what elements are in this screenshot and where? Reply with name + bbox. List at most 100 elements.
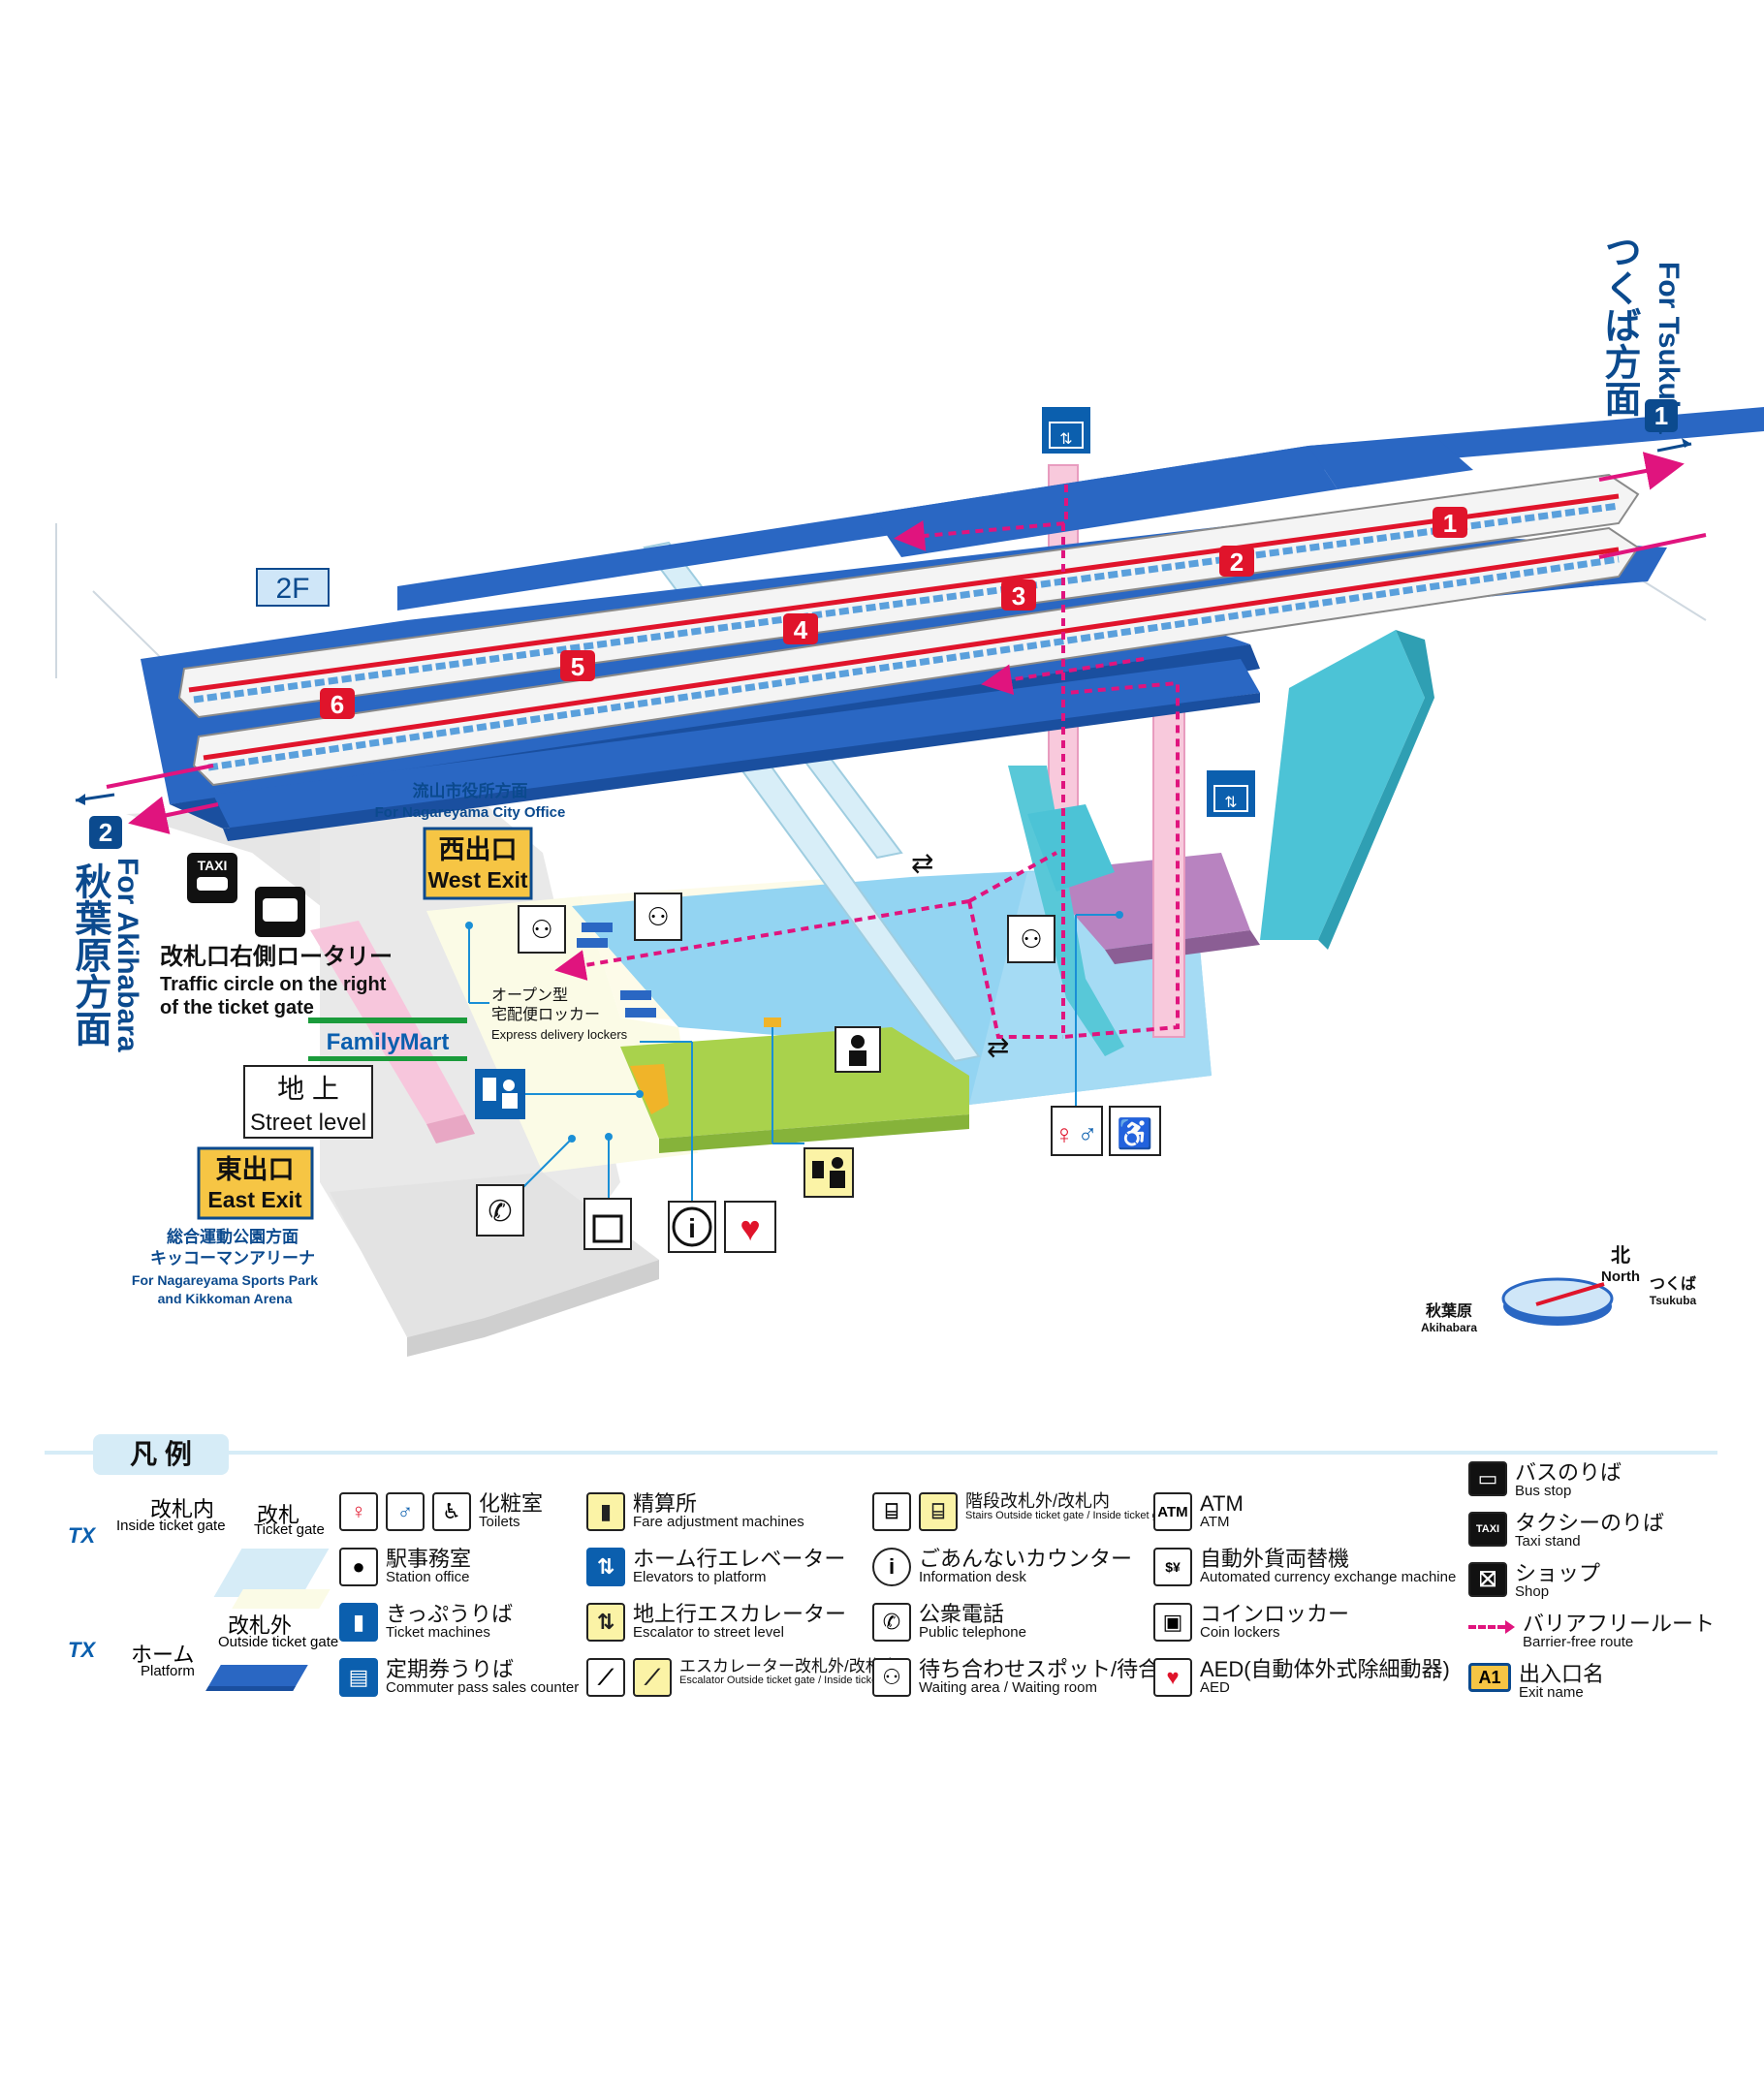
toilet-icon: ♀ ♂ xyxy=(1051,911,1123,1156)
tx-logo: TX xyxy=(68,1523,96,1548)
svg-text:Street level: Street level xyxy=(250,1110,366,1136)
platform-lower xyxy=(213,659,1260,841)
gate-key: 改札内 Inside ticket gate TX 改札 Ticket gate… xyxy=(68,1492,349,1706)
car-number-5: 5 xyxy=(560,650,595,681)
shop-icon: ⛝ xyxy=(1468,1562,1507,1597)
coin-locker-icon: ▣ xyxy=(1153,1603,1192,1642)
svg-text:TAXI: TAXI xyxy=(198,858,228,873)
svg-text:6: 6 xyxy=(331,690,344,719)
station-office-icon: ● xyxy=(339,1548,378,1586)
svg-text:♂: ♂ xyxy=(1078,1119,1098,1149)
street-level-label: 地 上 Street level xyxy=(243,1065,373,1139)
coin-locker-icon xyxy=(583,1133,632,1250)
svg-text:⇅: ⇅ xyxy=(1059,431,1072,448)
accessible-icon: ♿ xyxy=(1109,1106,1161,1156)
svg-text:West Exit: West Exit xyxy=(427,867,527,892)
car-number-3: 3 xyxy=(1001,579,1036,611)
direction-akihabara: 2 For Akihabara 秋葉原方面 xyxy=(69,793,143,1052)
svg-text:Express delivery lockers: Express delivery lockers xyxy=(491,1027,628,1042)
svg-text:2F: 2F xyxy=(275,573,309,605)
svg-text:North: North xyxy=(1601,1268,1640,1285)
legend-title: 凡 例 xyxy=(93,1434,229,1475)
svg-text:Tsukuba: Tsukuba xyxy=(1650,1294,1697,1307)
station-office-icon xyxy=(835,1026,881,1073)
svg-text:3: 3 xyxy=(1012,581,1025,611)
svg-text:地 上: 地 上 xyxy=(277,1074,339,1104)
atm-icon: ATM xyxy=(1153,1492,1192,1531)
legend-rule xyxy=(45,1451,1717,1455)
ticket-machine-icon: ▮ xyxy=(339,1603,378,1642)
svg-text:and Kikkoman Arena: and Kikkoman Arena xyxy=(158,1291,293,1306)
waiting-icon: ⚇ xyxy=(1007,915,1055,963)
escalator-icon: ⇅ xyxy=(586,1603,625,1642)
accessible-icon: ♿ xyxy=(432,1492,471,1531)
svg-text:宅配便ロッカー: 宅配便ロッカー xyxy=(491,1006,600,1023)
svg-text:2: 2 xyxy=(99,818,112,847)
car-number-2: 2 xyxy=(1219,546,1254,577)
elevator-icon: ⇅ xyxy=(586,1548,625,1586)
aed-icon: ♥ xyxy=(724,1201,776,1253)
car-number-6: 6 xyxy=(320,688,355,719)
svg-text:♀: ♀ xyxy=(1055,1119,1075,1149)
tx-logo: TX xyxy=(68,1638,96,1662)
bus-icon: ▭ xyxy=(1468,1461,1507,1496)
track-line-tsukuba xyxy=(1598,533,1707,559)
shop-label: FamilyMart xyxy=(308,1018,467,1061)
elevator-icon: ⇅ xyxy=(1207,770,1255,817)
svg-text:秋葉原方面: 秋葉原方面 xyxy=(69,862,112,1047)
floor-label: 2F xyxy=(256,568,330,607)
svg-text:改札口右側ロータリー: 改札口右側ロータリー xyxy=(160,944,393,970)
svg-text:⚇: ⚇ xyxy=(530,915,552,944)
lockers-label: オープン型 宅配便ロッカー Express delivery lockers xyxy=(465,922,656,1042)
svg-text:総合運動公園方面: 総合運動公園方面 xyxy=(167,1227,299,1246)
svg-text:5: 5 xyxy=(571,652,584,681)
car-number-4: 4 xyxy=(783,613,818,644)
waiting-icon: ⚇ xyxy=(872,1658,911,1697)
train-upper xyxy=(177,473,1640,719)
toilet-icon: ♀ xyxy=(339,1492,378,1531)
fare-adjust-icon xyxy=(764,1018,854,1198)
svg-text:⚇: ⚇ xyxy=(646,902,669,931)
svg-text:For Nagareyama City Office: For Nagareyama City Office xyxy=(375,804,566,821)
ticket-gate-area xyxy=(620,1027,969,1153)
svg-text:秋葉原: 秋葉原 xyxy=(1426,1301,1472,1320)
svg-text:⚇: ⚇ xyxy=(1020,924,1042,954)
telephone-icon: ✆ xyxy=(872,1603,911,1642)
svg-text:北: 北 xyxy=(1611,1244,1630,1267)
svg-text:of the ticket gate: of the ticket gate xyxy=(160,997,314,1018)
track-arrow-tsukuba xyxy=(1598,452,1685,490)
svg-text:For Nagareyama Sports Park: For Nagareyama Sports Park xyxy=(132,1272,318,1288)
escalator-arrow: ⇄ xyxy=(911,848,933,878)
escalator-icon: ⟋ xyxy=(633,1658,672,1697)
west-exit: 流山市役所方面 For Nagareyama City Office 西出口 W… xyxy=(375,781,566,900)
waiting-icon: ⚇ xyxy=(634,892,682,941)
gate-key-outside xyxy=(232,1589,331,1609)
svg-text:1: 1 xyxy=(1443,509,1457,538)
escalator-arrow: ⇄ xyxy=(987,1032,1009,1062)
svg-text:つくば方面: つくば方面 xyxy=(1598,233,1641,417)
escalator-icon: ⟋ xyxy=(586,1658,625,1697)
svg-text:東出口: 東出口 xyxy=(216,1155,295,1184)
info-icon: i xyxy=(872,1548,911,1586)
svg-text:4: 4 xyxy=(794,615,808,644)
compass: 北 North つくば Tsukuba 秋葉原 Akihabara xyxy=(1421,1244,1697,1334)
stairs-icon: ⌸ xyxy=(919,1492,958,1531)
train-lower xyxy=(192,526,1640,787)
svg-text:⇅: ⇅ xyxy=(1224,795,1237,811)
direction-tsukuba: For Tsukuba つくば方面 1 xyxy=(1598,233,1692,453)
svg-text:FamilyMart: FamilyMart xyxy=(327,1029,450,1055)
exit-name-icon: A1 xyxy=(1468,1663,1511,1692)
